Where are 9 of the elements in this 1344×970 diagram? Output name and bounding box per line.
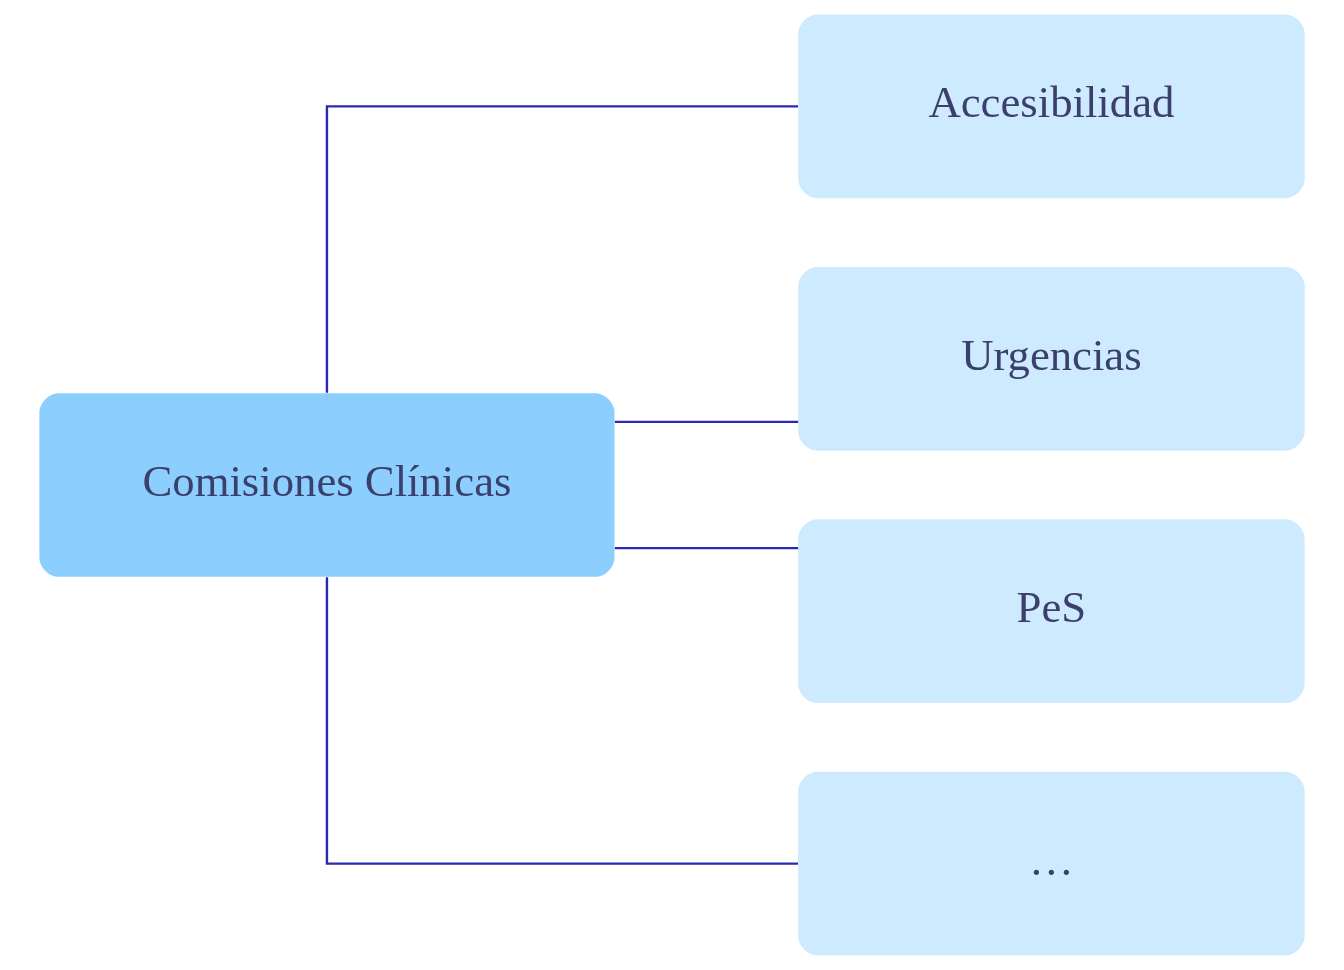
node-box: Accesibilidad xyxy=(798,14,1305,199)
node-box: Comisiones Clínicas xyxy=(39,393,615,577)
connector xyxy=(614,420,799,424)
connector xyxy=(325,577,799,865)
connector xyxy=(325,105,799,393)
connector xyxy=(614,546,799,550)
node-box: … xyxy=(798,771,1305,956)
node-box: PeS xyxy=(798,519,1305,704)
node-box: Urgencias xyxy=(798,266,1305,451)
